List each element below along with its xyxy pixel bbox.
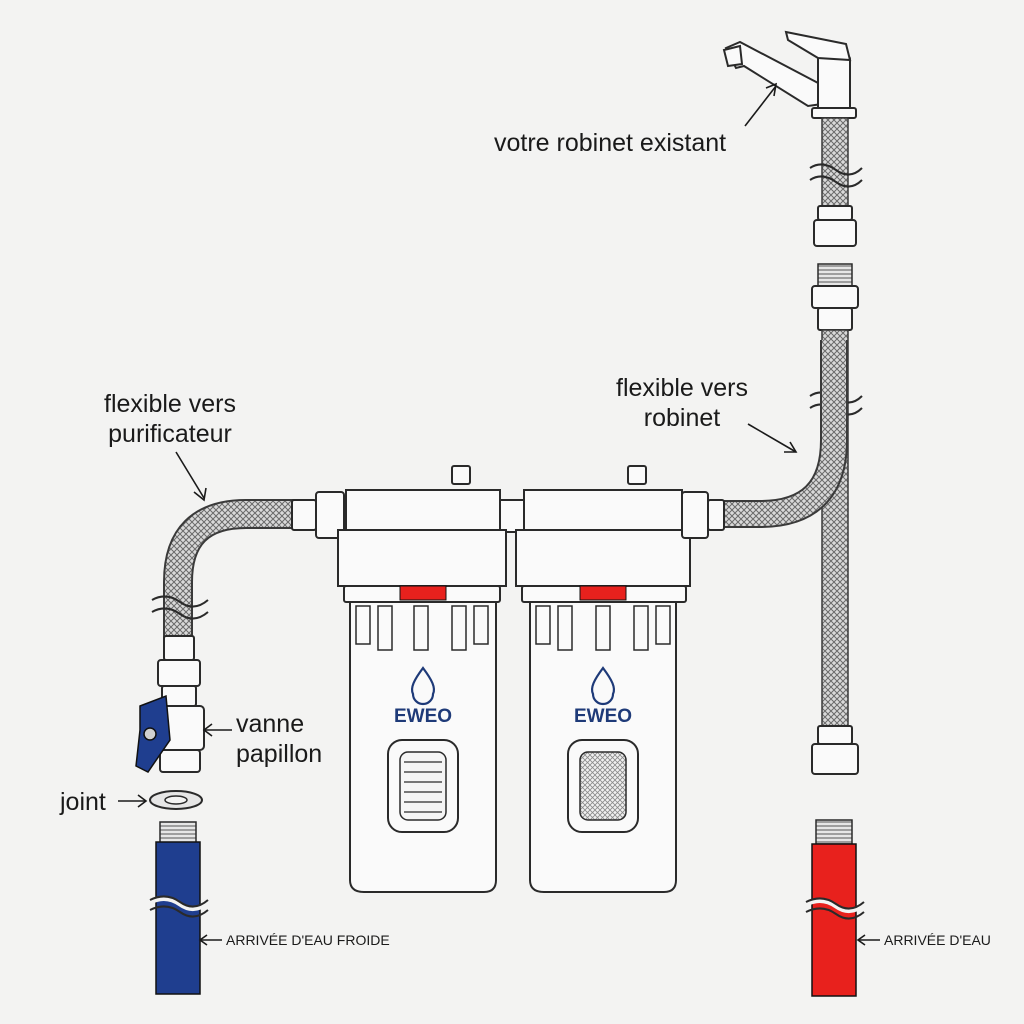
filter-bridge-connector	[497, 499, 527, 533]
left-inlet-fitting	[291, 491, 345, 539]
gasket	[149, 790, 203, 810]
butterfly-valve	[135, 659, 205, 773]
label-butterfly-valve-2: papillon	[236, 740, 322, 768]
filter-brand-left: EWEO	[394, 706, 452, 727]
arrow-hose-to-purifier	[175, 451, 205, 499]
hose-to-purifier	[151, 499, 296, 661]
label-butterfly-valve-1: vanne	[236, 710, 304, 738]
water-drop-icon	[410, 666, 436, 706]
water-drop-icon	[590, 666, 616, 706]
filter-brand-right: EWEO	[574, 706, 632, 727]
arrow-faucet	[744, 85, 777, 127]
existing-faucet	[722, 30, 857, 119]
faucet-hose-upper	[809, 117, 863, 247]
filter-housing-right: EWEO	[515, 465, 691, 893]
label-hose-to-purifier-1: flexible vers	[104, 390, 236, 418]
hose-filter-to-faucet-curve	[712, 340, 848, 528]
cold-water-pipe	[148, 821, 210, 995]
label-hose-to-faucet-1: flexible vers	[616, 374, 748, 402]
arrow-hose-to-faucet	[747, 423, 797, 453]
label-gasket: joint	[59, 788, 106, 816]
latch-right	[579, 585, 627, 601]
label-hose-to-purifier-2: purificateur	[108, 420, 232, 448]
label-cold-inlet: ARRIVÉE D'EAU FROIDE	[226, 932, 390, 948]
right-outlet-fitting	[681, 491, 725, 539]
filter-housing-left: EWEO	[337, 465, 507, 893]
label-existing-faucet: votre robinet existant	[494, 129, 726, 157]
label-hose-to-faucet-2: robinet	[644, 404, 720, 432]
hot-water-pipe	[804, 819, 866, 997]
latch-left	[399, 585, 447, 601]
label-hot-inlet: ARRIVÉE D'EAU	[884, 932, 991, 948]
